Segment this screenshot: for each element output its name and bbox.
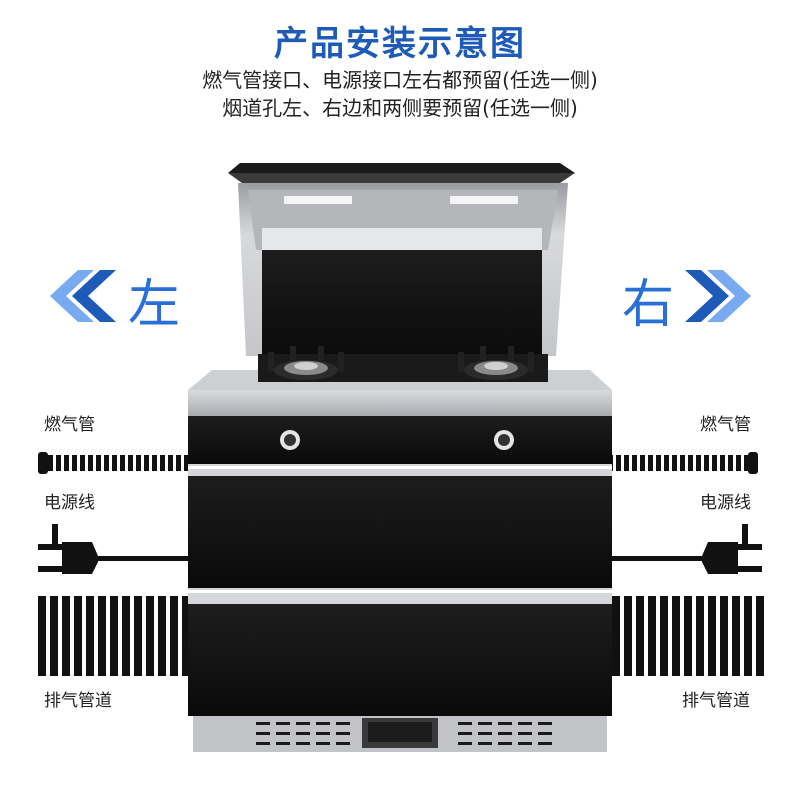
gas-pipe-right-label: 燃气管 <box>700 415 751 435</box>
drawer-upper <box>188 476 612 588</box>
hood-light-left <box>284 196 352 204</box>
gas-pipe-left-label: 燃气管 <box>44 415 95 435</box>
drawer-lower <box>188 604 612 716</box>
cooktop <box>188 346 612 416</box>
range-hood <box>228 163 575 360</box>
subtitle-line-1: 燃气管接口、电源接口左右都预留(任选一侧) <box>202 68 598 92</box>
power-cord-left-label: 电源线 <box>44 493 95 513</box>
power-plug-right-icon <box>702 542 738 574</box>
double-chevron-right-icon <box>685 270 751 322</box>
exhaust-duct-right <box>612 596 764 676</box>
burner-right <box>458 346 534 380</box>
subtitle-line-2: 烟道孔左、右边和两侧要预留(任选一侧) <box>222 96 578 120</box>
left-label: 左 <box>128 275 181 335</box>
exhaust-duct-left <box>38 596 188 676</box>
control-panel <box>188 416 612 476</box>
double-chevron-left-icon <box>50 270 116 322</box>
back-glass-panel <box>262 250 542 360</box>
exhaust-duct-right-label: 排气管道 <box>682 691 750 711</box>
right-label: 右 <box>622 275 675 335</box>
power-plug-left-icon <box>62 542 98 574</box>
hood-light-right <box>450 196 518 204</box>
power-cord-right <box>612 524 762 574</box>
burner-left <box>268 346 344 380</box>
power-cord-left <box>38 524 188 574</box>
base-vent <box>193 716 607 752</box>
power-cord-right-label: 电源线 <box>700 493 751 513</box>
exhaust-duct-left-label: 排气管道 <box>44 691 112 711</box>
page-title: 产品安装示意图 <box>274 24 526 64</box>
gas-pipe-right <box>612 452 758 474</box>
gas-pipe-left <box>38 452 188 474</box>
